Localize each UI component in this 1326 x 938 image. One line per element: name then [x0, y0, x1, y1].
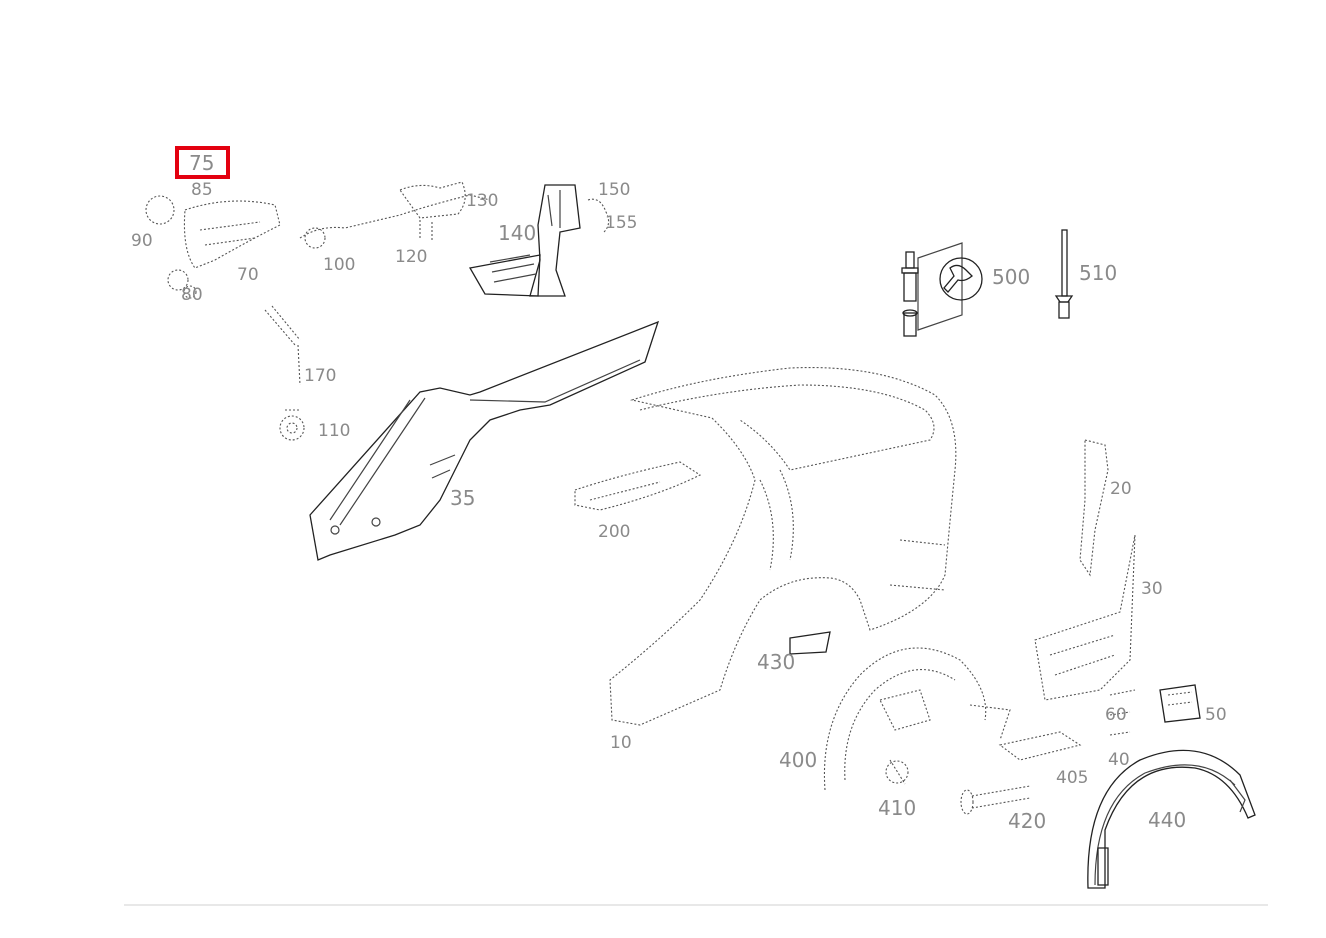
door-hinge-assembly[interactable]: [145, 195, 281, 299]
callout-90[interactable]: 90: [131, 231, 153, 251]
callout-75[interactable]: 75: [189, 151, 214, 175]
wheel-housing-part-400[interactable]: [823, 647, 987, 791]
callout-155[interactable]: 155: [605, 213, 637, 233]
callout-120[interactable]: 120: [395, 247, 427, 267]
block-part-60[interactable]: [1159, 684, 1201, 723]
patch-part-430[interactable]: [789, 631, 831, 655]
callout-150[interactable]: 150: [598, 180, 630, 200]
callout-500[interactable]: 500: [992, 265, 1030, 289]
selected-callout-highlight[interactable]: [175, 146, 230, 179]
callout-170[interactable]: 170: [304, 366, 336, 386]
callout-10[interactable]: 10: [610, 733, 632, 753]
rod-part-170[interactable]: [264, 305, 301, 386]
clip-parts-40[interactable]: [1109, 689, 1136, 736]
callout-40[interactable]: 40: [1108, 750, 1130, 770]
callout-85[interactable]: 85: [191, 180, 213, 200]
callout-20[interactable]: 20: [1110, 479, 1132, 499]
grommet-part-410[interactable]: [885, 759, 909, 785]
callout-200[interactable]: 200: [598, 522, 630, 542]
cable-assembly[interactable]: [299, 181, 491, 249]
callout-110[interactable]: 110: [318, 421, 350, 441]
bracket-part-200[interactable]: [574, 461, 702, 511]
sill-panel-part-35[interactable]: [309, 320, 660, 561]
callout-405[interactable]: 405: [1056, 768, 1088, 788]
callout-420[interactable]: 420: [1008, 809, 1046, 833]
callout-60[interactable]: 60: [1105, 705, 1127, 725]
repair-kit-part-500[interactable]: [901, 242, 983, 337]
bracket-part-405[interactable]: [969, 704, 1082, 761]
rivet-part-510[interactable]: [1054, 229, 1074, 319]
bracket-part-140[interactable]: [468, 184, 581, 297]
callout-100[interactable]: 100: [323, 255, 355, 275]
callout-50[interactable]: 50: [1205, 705, 1227, 725]
callout-410[interactable]: 410: [878, 796, 916, 820]
callout-430[interactable]: 430: [757, 650, 795, 674]
callout-140[interactable]: 140: [498, 221, 536, 245]
callout-130[interactable]: 130: [466, 191, 498, 211]
fasteners-150-155[interactable]: [587, 198, 610, 233]
callout-80[interactable]: 80: [181, 285, 203, 305]
rear-quarter-panel-part-10[interactable]: [609, 367, 957, 726]
panel-part-30[interactable]: [1034, 534, 1136, 701]
pillar-part-20[interactable]: [1079, 439, 1109, 577]
callout-35[interactable]: 35: [450, 486, 475, 510]
wheel-arch-liner-part-440[interactable]: [1087, 749, 1256, 889]
callout-70[interactable]: 70: [237, 265, 259, 285]
callout-510[interactable]: 510: [1079, 261, 1117, 285]
callout-440[interactable]: 440: [1148, 808, 1186, 832]
callout-30[interactable]: 30: [1141, 579, 1163, 599]
callout-400[interactable]: 400: [779, 748, 817, 772]
grommet-part-110[interactable]: [279, 409, 305, 441]
callout-labels: 75 85 90 70 80 100 120 130 140 150 155 1…: [131, 151, 1227, 833]
bolt-part-420[interactable]: [960, 785, 1031, 815]
